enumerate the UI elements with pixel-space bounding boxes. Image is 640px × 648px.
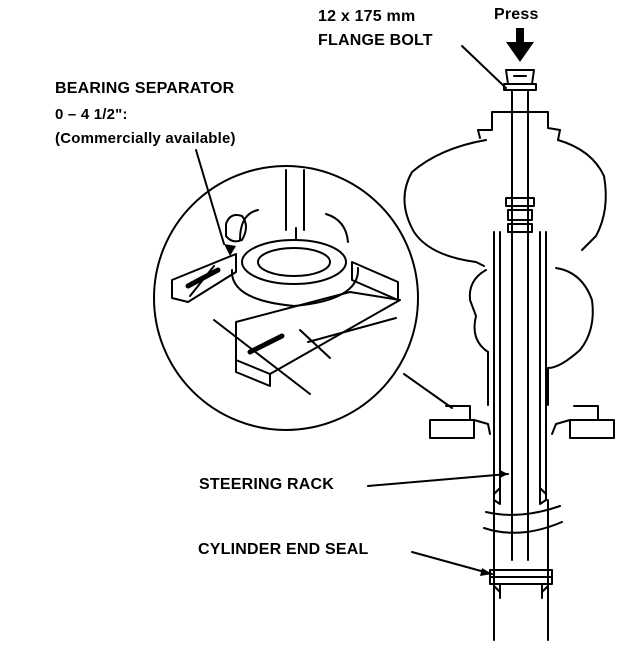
cylinder-end-seal (489, 569, 553, 599)
separator-arrowhead (224, 244, 236, 256)
mount-right (551, 405, 615, 439)
separator-note-label: (Commercially available) (55, 130, 236, 147)
press-shaft (505, 107, 535, 561)
cylinder-end-seal-label: CYLINDER END SEAL (198, 541, 369, 558)
rack-seals (483, 487, 563, 534)
separator-name-label: BEARING SEPARATOR (55, 80, 235, 97)
mount-left (429, 405, 491, 439)
housing-outline (403, 111, 607, 406)
detail-circle (153, 165, 419, 431)
separator-size-label: 0 – 4 1/2": (55, 106, 128, 123)
press-arrow-icon (506, 28, 534, 62)
bolt-size-label: 12 x 175 mm (318, 8, 416, 25)
bearing-separator (171, 169, 401, 395)
flange-bolt (503, 69, 537, 109)
steering-rack-arrowhead (500, 470, 508, 478)
bolt-name-label: FLANGE BOLT (318, 32, 433, 49)
cylinder-walls (493, 231, 549, 641)
detail-connector (403, 373, 453, 409)
end-seal-arrowhead (480, 568, 492, 576)
steering-rack-leader (367, 473, 509, 487)
flange-bolt-leader (461, 45, 507, 89)
separator-leader (195, 149, 225, 245)
end-seal-leader (411, 551, 493, 575)
steering-rack-label: STEERING RACK (199, 476, 335, 493)
press-label: Press (494, 6, 539, 23)
